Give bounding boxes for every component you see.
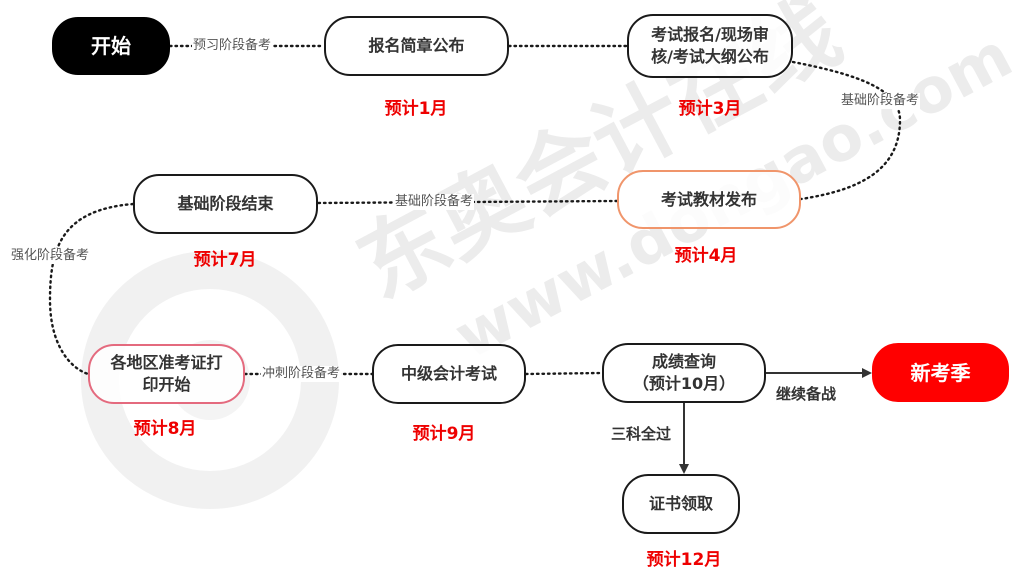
node-certificate[interactable]: 证书领取 <box>622 474 740 534</box>
edge-label-continue-prep: 继续备战 <box>776 385 837 403</box>
node-textbook-label: 考试教材发布 <box>660 189 757 209</box>
node-start[interactable]: 开始 <box>52 17 170 75</box>
date-basic-end: 预计7月 <box>193 250 257 270</box>
edge-label-preview-stage: 预习阶段备考 <box>192 38 273 54</box>
node-registration-line1: 考试报名/现场审 <box>651 25 769 44</box>
node-brochure-label: 报名简章公布 <box>368 36 465 55</box>
node-score-query[interactable]: 成绩查询 （预计10月） <box>602 343 766 403</box>
node-basic-end[interactable]: 基础阶段结束 <box>133 174 318 234</box>
date-certificate: 预计12月 <box>646 550 722 570</box>
node-new-season-label: 新考季 <box>910 360 971 385</box>
node-start-label: 开始 <box>91 34 131 58</box>
edge-label-intensive-stage: 强化阶段备考 <box>10 248 91 264</box>
edge-exam-to-score <box>524 371 604 376</box>
edge-label-sprint-stage: 冲刺阶段备考 <box>261 366 342 382</box>
date-admission-ticket: 预计8月 <box>133 419 197 439</box>
node-admission-ticket-line1: 各地区准考证打 <box>110 353 223 372</box>
node-admission-ticket-line2: 印开始 <box>142 375 191 394</box>
node-textbook[interactable]: 考试教材发布 <box>617 170 801 229</box>
node-new-season[interactable]: 新考季 <box>872 343 1009 402</box>
node-admission-ticket[interactable]: 各地区准考证打 印开始 <box>88 344 245 404</box>
edge-label-basic-stage-right: 基础阶段备考 <box>840 93 921 109</box>
edge-label-all-three-passed: 三科全过 <box>611 425 672 443</box>
date-textbook: 预计4月 <box>674 246 738 266</box>
edge-registration-to-textbook <box>791 60 902 201</box>
node-brochure[interactable]: 报名简章公布 <box>324 16 509 76</box>
edge-label-basic-stage-middle: 基础阶段备考 <box>394 194 475 210</box>
node-registration-line2: 核/考试大纲公布 <box>651 47 769 66</box>
node-basic-end-label: 基础阶段结束 <box>177 194 274 213</box>
node-exam[interactable]: 中级会计考试 <box>372 344 526 404</box>
node-exam-label: 中级会计考试 <box>400 364 497 383</box>
date-exam: 预计9月 <box>412 424 476 444</box>
node-registration[interactable]: 考试报名/现场审 核/考试大纲公布 <box>627 14 793 78</box>
node-score-query-line2: （预计10月） <box>632 374 736 393</box>
node-certificate-label: 证书领取 <box>648 494 713 513</box>
date-registration: 预计3月 <box>678 99 742 119</box>
node-score-query-line1: 成绩查询 <box>651 352 716 371</box>
edge-basic-end-to-admission <box>48 202 135 376</box>
date-brochure: 预计1月 <box>384 99 448 119</box>
